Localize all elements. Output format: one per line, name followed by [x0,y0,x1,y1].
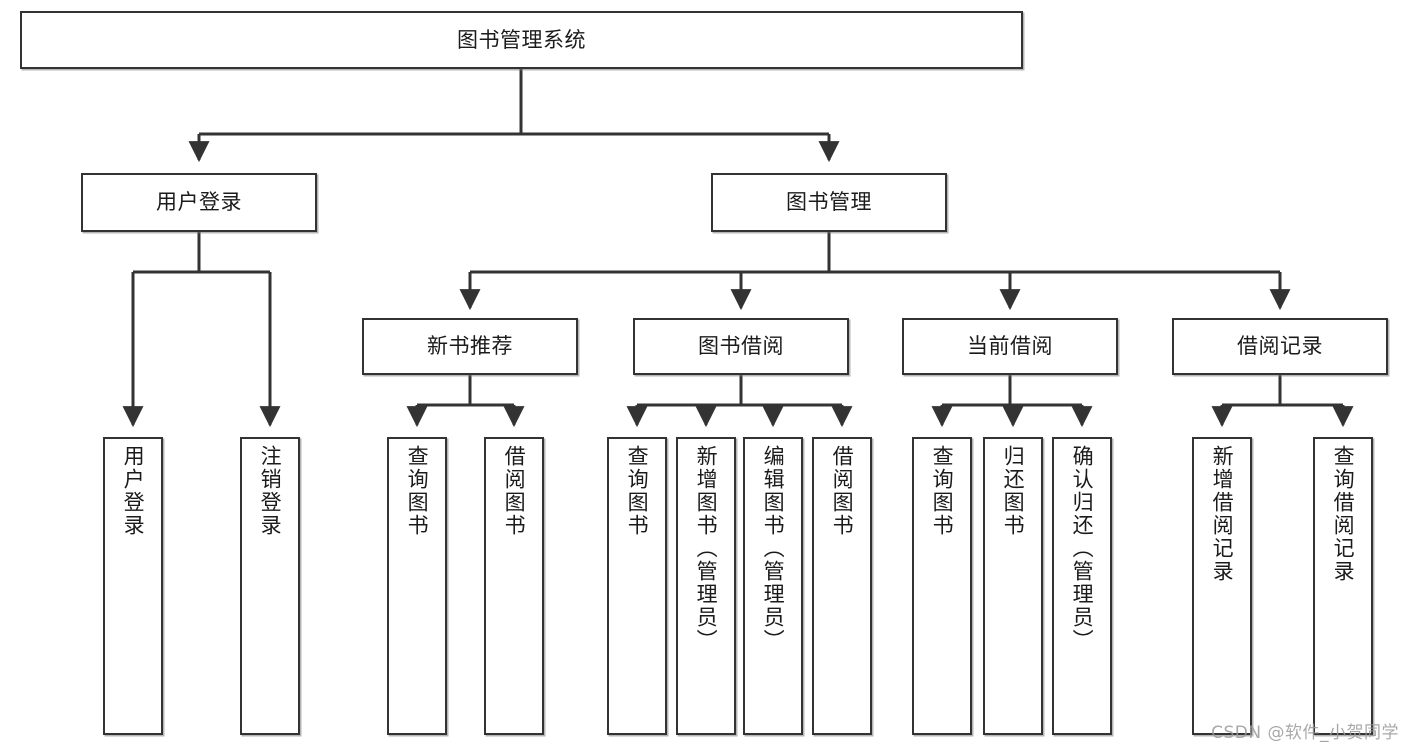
leaf-return-book[interactable]: 归还图书 [983,437,1043,735]
leaf-add-borrow-record[interactable]: 新增借阅记录 [1192,437,1252,735]
leaf-query-borrow-record[interactable]: 查询借阅记录 [1313,437,1373,735]
leaf-user-login-label: 用户登录 [121,445,146,537]
leaf-borrow-book-label: 借阅图书 [830,445,855,537]
node-current-borrow-label: 当前借阅 [967,334,1053,359]
leaf-query-book-current-label: 查询图书 [930,445,955,537]
node-book-borrow[interactable]: 图书借阅 [633,318,849,375]
leaf-query-book-recommend[interactable]: 查询图书 [387,437,447,735]
node-borrow-record[interactable]: 借阅记录 [1172,318,1388,375]
leaf-confirm-return-admin-label: 确认归还（管理员） [1070,445,1095,652]
node-current-borrow[interactable]: 当前借阅 [902,318,1118,375]
node-root-label: 图书管理系统 [457,27,586,52]
leaf-query-borrow-record-label: 查询借阅记录 [1331,445,1356,583]
leaf-confirm-return-admin[interactable]: 确认归还（管理员） [1052,437,1112,735]
node-user-login[interactable]: 用户登录 [81,173,317,232]
leaf-edit-book-admin-label: 编辑图书（管理员） [761,445,786,652]
leaf-add-borrow-record-label: 新增借阅记录 [1210,445,1235,583]
leaf-borrow-book[interactable]: 借阅图书 [812,437,872,735]
leaf-query-book-borrow[interactable]: 查询图书 [607,437,667,735]
leaf-add-book-admin-label: 新增图书（管理员） [694,445,719,652]
node-new-book-recommend[interactable]: 新书推荐 [362,318,578,375]
leaf-add-book-admin[interactable]: 新增图书（管理员） [676,437,736,735]
leaf-user-logout-label: 注销登录 [258,445,283,537]
leaf-query-book-recommend-label: 查询图书 [405,445,430,537]
leaf-user-login[interactable]: 用户登录 [103,437,163,735]
leaf-borrow-book-recommend-label: 借阅图书 [502,445,527,537]
node-new-book-recommend-label: 新书推荐 [427,334,513,359]
leaf-borrow-book-recommend[interactable]: 借阅图书 [484,437,544,735]
node-book-manage[interactable]: 图书管理 [711,173,947,232]
node-user-login-label: 用户登录 [156,190,242,215]
node-book-borrow-label: 图书借阅 [698,334,784,359]
leaf-return-book-label: 归还图书 [1001,445,1026,537]
leaf-query-book-current[interactable]: 查询图书 [912,437,972,735]
node-root[interactable]: 图书管理系统 [20,11,1023,69]
leaf-query-book-borrow-label: 查询图书 [625,445,650,537]
leaf-user-logout[interactable]: 注销登录 [240,437,300,735]
node-borrow-record-label: 借阅记录 [1237,334,1323,359]
leaf-edit-book-admin[interactable]: 编辑图书（管理员） [743,437,803,735]
watermark-text: CSDN @软件_小贺同学 [1211,723,1399,743]
node-book-manage-label: 图书管理 [786,190,872,215]
